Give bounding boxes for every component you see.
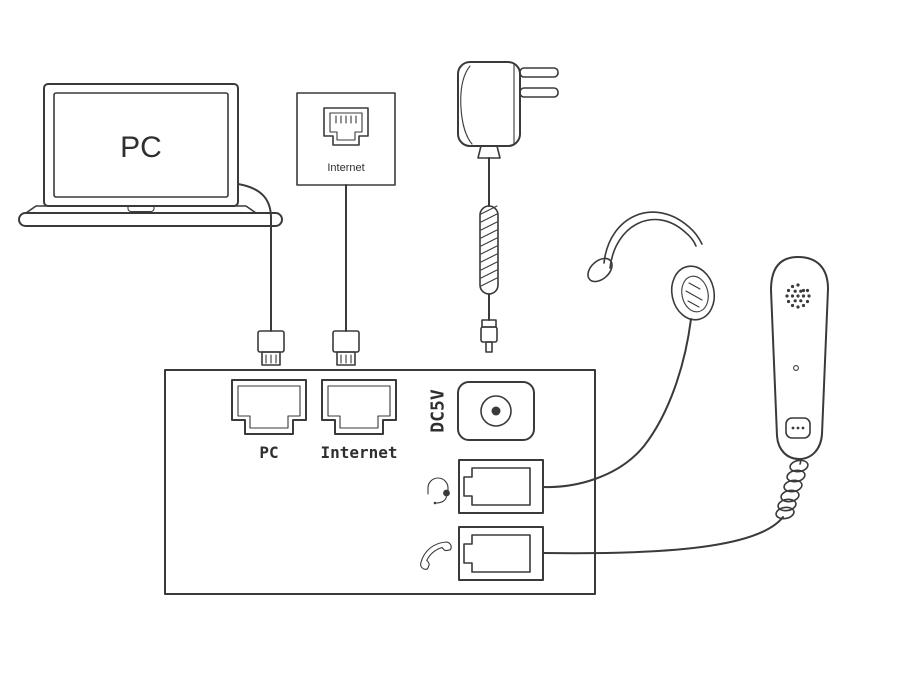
laptop-to-pc-cable <box>237 183 285 366</box>
handset-pinhole <box>793 365 799 371</box>
headset-speaker-slots <box>685 282 703 308</box>
internet-port-label: Internet <box>320 443 397 462</box>
handset-icon <box>420 541 452 570</box>
wall-internet-jack: Internet <box>296 92 396 186</box>
headset-band-outer <box>603 211 703 264</box>
internet-cable-plug-pins <box>340 354 352 364</box>
handset-jack-socket <box>463 534 531 573</box>
pc-cable-plug-tip <box>261 351 281 366</box>
headset-temple-pad <box>587 257 613 283</box>
adapter-contour <box>460 65 473 145</box>
headset-icon-mic <box>435 495 448 504</box>
headset-ear-cushion <box>681 275 709 313</box>
pc-cable-plug-pins <box>265 354 277 364</box>
headset-icon-mic-tip <box>433 501 437 505</box>
internet-cable-plug-tip <box>336 351 356 366</box>
panel-outline <box>164 369 596 595</box>
internet-port-inner <box>327 385 391 429</box>
headset-jack <box>458 459 544 514</box>
headset-icon <box>427 477 450 505</box>
pc-port-inner <box>237 385 301 429</box>
dc-connector-body <box>480 326 498 343</box>
dc-connector-collar <box>481 319 497 328</box>
handset <box>542 256 829 555</box>
internet-cable <box>332 184 360 366</box>
internet-port: Internet <box>320 379 398 462</box>
wall-jack-socket-outer <box>323 107 369 146</box>
handset-speaker-grill <box>785 283 811 309</box>
laptop-base-notch <box>127 205 155 213</box>
handset-mic-dot <box>796 426 800 430</box>
handset-jack <box>458 526 544 581</box>
laptop-screen-label: PC <box>120 131 162 164</box>
pc-port-label: PC <box>259 443 278 462</box>
dc5v-label: DC5V <box>428 389 449 433</box>
headset-cable <box>542 318 692 489</box>
adapter-prong-bottom <box>519 87 559 98</box>
dc-barrel-connector <box>480 319 498 353</box>
adapter-cord-twist-hatch <box>480 205 498 287</box>
handset-mic-dot <box>801 426 805 430</box>
adapter-prong-top <box>519 67 559 78</box>
headset-earpiece <box>670 265 716 321</box>
internet-cable-plug-boot <box>332 330 360 353</box>
dc-jack-pin <box>491 406 501 416</box>
headset <box>542 211 716 489</box>
wall-jack-socket-inner <box>329 112 363 141</box>
headset-band-inner <box>609 218 697 269</box>
pc-cable-line <box>237 183 272 332</box>
wall-jack-label: Internet <box>327 162 364 174</box>
handset-icon-receiver <box>420 541 452 570</box>
dc-power-jack: DC5V <box>428 381 535 441</box>
handset-body <box>770 256 829 460</box>
laptop-base-bar <box>18 212 283 227</box>
headset-icon-ear <box>443 489 450 497</box>
pc-port: PC <box>231 379 307 462</box>
handset-cord-start <box>798 458 802 465</box>
adapter-body <box>457 61 521 147</box>
handset-mic-dot <box>791 426 795 430</box>
phone-rear-panel: PC Internet DC5V <box>164 369 596 595</box>
pc-cable-plug-boot <box>257 330 285 353</box>
adapter-strain-relief <box>477 145 501 159</box>
handset-cord-line <box>542 516 784 555</box>
headset-jack-socket <box>463 467 531 506</box>
power-adapter <box>457 61 559 353</box>
laptop-screen-inner <box>53 92 229 198</box>
wall-jack-pins <box>335 115 357 124</box>
dc-connector-tip <box>485 341 493 353</box>
handset-coiled-cord <box>542 458 809 555</box>
headset-icon-band <box>427 477 449 495</box>
handset-mic-plate <box>785 417 811 439</box>
pc-port-outer <box>231 379 307 435</box>
dc-jack-outline <box>457 381 535 441</box>
laptop: PC <box>18 83 283 227</box>
internet-port-outer <box>321 379 397 435</box>
dc-jack-barrel <box>480 395 512 427</box>
